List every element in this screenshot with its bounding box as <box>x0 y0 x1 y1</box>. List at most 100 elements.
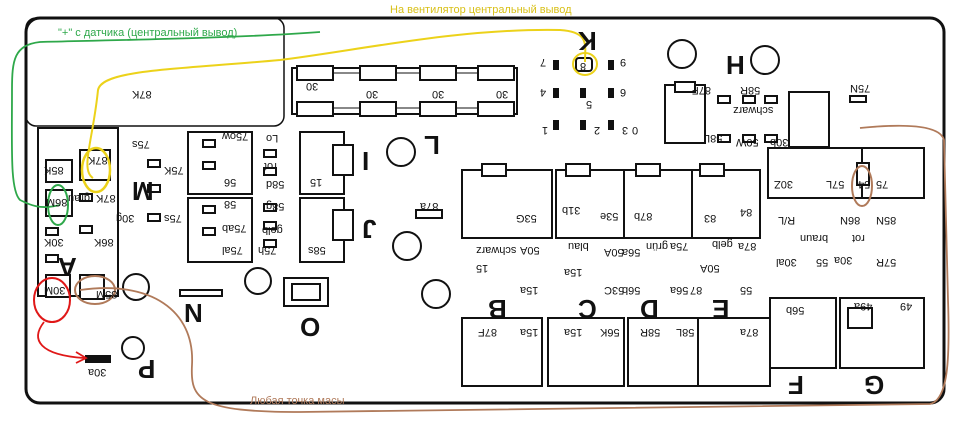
pin-L-30-3: 30 <box>432 88 445 100</box>
pin-D-58L: 58L <box>676 326 695 338</box>
pin-B-31b: 31b <box>562 204 581 216</box>
pin-E-87a: 87a <box>738 240 757 252</box>
pin-G-49: 49 <box>900 300 913 312</box>
pin-R-75: 75 <box>876 178 889 190</box>
pin-M-grau: grau <box>68 192 91 204</box>
pin-I-56: 56 <box>224 176 237 188</box>
letter-P: P <box>138 354 156 384</box>
annotation-fan-center: На вентилятор центральный вывод <box>390 4 572 16</box>
letter-O: O <box>300 312 321 342</box>
pin-J-58s: 58s <box>308 244 326 256</box>
pin-I-rot: rot <box>264 160 277 172</box>
yellow-highlight-k8 <box>572 52 598 76</box>
pin-K-7: 7 <box>540 56 547 68</box>
pin-L-30-2: 30 <box>366 88 379 100</box>
letter-N: N <box>184 298 203 328</box>
yellow-highlight-87k <box>80 146 112 194</box>
letter-H: H <box>726 50 745 80</box>
pin-R-57R: 57R <box>876 256 897 268</box>
annotation-sensor-plus: "+" с датчика (центральный вывод) <box>58 27 238 39</box>
pin-I-Lo: Lo <box>266 132 279 144</box>
pin-E-50A: 50A <box>700 262 720 274</box>
pin-M-30K: 30K <box>44 236 64 248</box>
pin-D-56a: 56a <box>670 284 689 296</box>
pin-E-55: 55 <box>740 284 753 296</box>
pin-R-30a: 30a <box>834 254 853 266</box>
pin-H-87F: 87F <box>692 84 711 96</box>
pin-R-85N: 85N <box>876 214 897 226</box>
pin-87k-top: 87K <box>132 88 152 100</box>
pin-K-3: 3 <box>622 124 629 136</box>
letter-G: G <box>864 370 885 400</box>
red-arrowhead <box>75 351 88 364</box>
brown-wire <box>79 124 950 413</box>
yellow-wire <box>86 28 587 179</box>
pin-M-85K: 85K <box>44 164 64 176</box>
letter-L: L <box>424 130 440 160</box>
pin-K-0: 0 <box>632 124 639 136</box>
pin-R-braun: braun <box>800 232 829 244</box>
pin-R-55: 55 <box>816 256 829 268</box>
pin-K-4: 4 <box>540 86 547 98</box>
pin-R-30al: 30al <box>776 256 797 268</box>
green-highlight-86m <box>47 184 69 226</box>
mounting-holes <box>121 39 780 360</box>
red-highlight-30m <box>33 277 71 323</box>
pin-B-83: 83 <box>704 212 717 224</box>
annotation-ground: Любая точка масы <box>250 395 345 407</box>
brown-highlight-85m <box>74 275 116 305</box>
pin-R-57L: 57L <box>826 178 845 190</box>
pin-H-50W: 50W <box>736 136 759 148</box>
pin-J-58: 58 <box>224 198 237 210</box>
pin-A-85M: 85M <box>96 288 118 300</box>
pin-H-75N: 75N <box>850 82 871 94</box>
pin-C-15a: 15a <box>564 266 583 278</box>
pin-I-75ow: 75ow <box>222 130 249 142</box>
pin-B-53G: 53G <box>516 212 537 224</box>
pin-D-87: 87 <box>690 284 703 296</box>
letter-D: D <box>640 294 659 324</box>
pin-B-15a: 15a <box>520 284 539 296</box>
brown-highlight-54 <box>851 165 873 207</box>
pin-K-8: 8 <box>580 60 587 72</box>
red-arrow <box>37 321 85 359</box>
letter-J: J <box>362 214 377 244</box>
relay-block-I-J <box>187 131 354 263</box>
pin-D-58R: 58R <box>640 326 661 338</box>
pin-K-9: 9 <box>620 56 627 68</box>
relay-panel-outline <box>25 17 285 127</box>
pin-R-30Z: 30Z <box>774 178 793 190</box>
terminals-K <box>553 57 614 130</box>
pin-K-5: 5 <box>586 98 593 110</box>
pin-J-58g: 58g <box>266 200 285 212</box>
pin-B-84: 84 <box>740 206 753 218</box>
pin-H-58L: 58L <box>704 132 723 144</box>
pin-J-75ab: 75ab <box>222 222 247 234</box>
pin-H-schwarz: schwarz <box>733 104 774 116</box>
pin-J-gelb: gelb <box>262 224 283 236</box>
relay-block-M-A <box>37 127 161 300</box>
pin-E-gelb: gelb <box>712 238 733 250</box>
pin-H-58R: 58R <box>740 84 761 96</box>
pin-M-75s: 75s <box>132 138 150 150</box>
pin-B-schwarz: schwarz <box>476 244 517 256</box>
pin-C-blau: blau <box>568 240 589 252</box>
pin-I-15: 15 <box>310 176 323 188</box>
letter-I: I <box>362 146 370 176</box>
pin-L-30-4: 30 <box>496 88 509 100</box>
green-wire <box>10 31 321 208</box>
letter-M: M <box>132 176 154 206</box>
pin-M-86K: 86K <box>94 236 114 248</box>
pin-B-53e: 53e <box>600 210 619 222</box>
pin-K-6: 6 <box>620 86 627 98</box>
pin-C-50A: 50A <box>604 246 624 258</box>
pin-P-30a: 30a <box>88 366 107 378</box>
pin-87a-center: 87a <box>420 200 439 212</box>
pin-C-56b: 56b <box>622 284 641 296</box>
pin-R-rot: rot <box>852 232 865 244</box>
pin-L-30-1: 30 <box>306 80 319 92</box>
pin-B-15: 15 <box>476 262 489 274</box>
fuse-row-L <box>291 65 518 117</box>
pin-D-75a: 75a <box>670 240 689 252</box>
pin-G-49a: 49a <box>854 300 873 312</box>
